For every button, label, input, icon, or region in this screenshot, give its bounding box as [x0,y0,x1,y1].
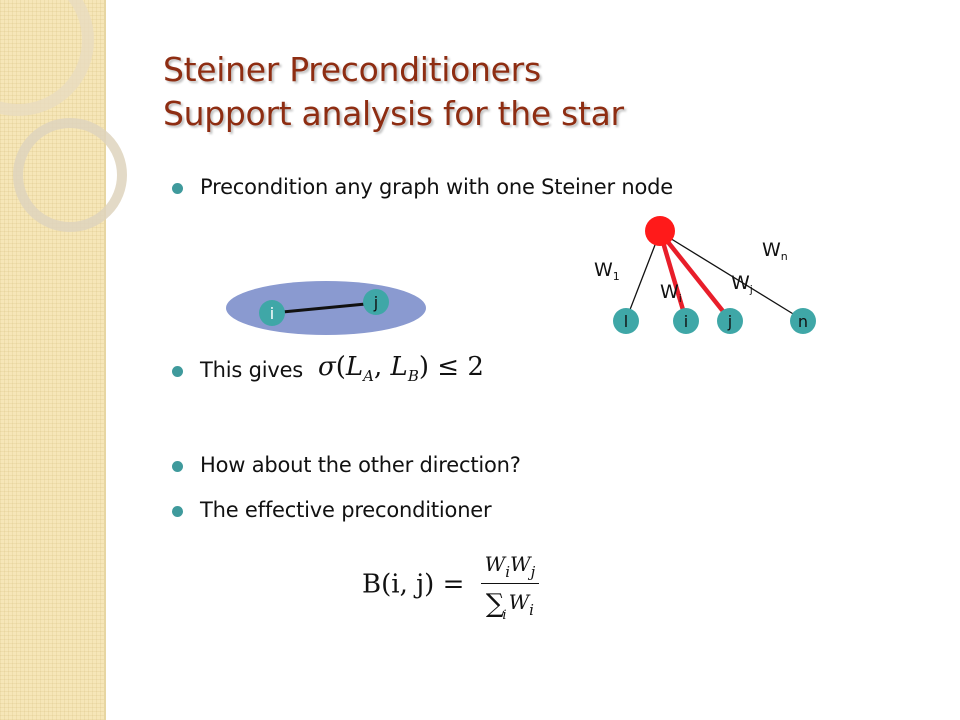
wn-sub: n [781,250,788,263]
bullet-dot [172,461,183,472]
deco-ring-2 [13,118,127,232]
bullet-dot [172,366,183,377]
edge-node-i [259,300,285,326]
sidebar-decoration [0,0,127,720]
edge-ellipse [226,281,426,335]
star-leaf-i [673,308,699,334]
steiner-node [645,216,675,246]
b-formula: B(i, j) = WiWj ∑iWi [362,552,540,623]
wj-sub: j [749,283,753,296]
leaf-label-l: l [624,312,628,331]
edge-ij [271,301,377,315]
b-lhs: B(i, j) = [362,569,465,600]
weight-wj: Wj [731,272,753,296]
decorative-rings [0,0,127,232]
star-leaf-j [717,308,743,334]
leaf-label-n: n [798,312,808,331]
leaf-label-j: j [727,312,732,331]
den-s: i [529,601,534,619]
b-denominator: ∑iWi [481,584,540,623]
den-w: W [508,590,530,614]
star-leaf-l [613,308,639,334]
wi-sub: i [679,292,682,305]
title-line-1: Steiner Preconditioners [163,50,541,89]
bullet-dot [172,506,183,517]
weight-wn: Wn [762,239,788,263]
wi-main: W [660,281,679,303]
la-symbol: L [345,352,364,382]
title-line-2: Support analysis for the star [163,94,624,133]
bullet-3: How about the other direction? [172,453,521,477]
bullet-4-text: The effective preconditioner [200,498,492,522]
sum-symbol: ∑ [485,589,505,619]
num-w2: W [510,552,531,576]
b-fraction: WiWj ∑iWi [480,552,540,623]
lb-symbol: L [390,352,408,382]
bullet-4: The effective preconditioner [172,498,492,522]
b-numerator: WiWj [480,552,540,584]
deco-ring-1 [0,0,94,116]
w1-sub: 1 [613,270,620,283]
slide-title: Steiner Preconditioners Support analysis… [163,48,923,136]
num-w1: W [484,552,506,576]
bullet-1-text: Precondition any graph with one Steiner … [200,175,674,199]
paren-open: ( [335,352,346,382]
edge-node-j [363,289,389,315]
star-edge-n [659,231,804,321]
num-s1: i [505,563,510,581]
wj-main: W [731,272,750,294]
bullet-2: This gives [172,358,304,382]
wn-main: W [762,239,781,261]
bullet-3-text: How about the other direction? [200,453,521,477]
star-leaf-n [790,308,816,334]
edge-node-j-label: j [373,293,378,312]
bullet-2-text: This gives [200,358,304,382]
leaf-label-i: i [684,312,688,331]
comma: , [374,352,391,382]
sigma-formula: σ(LA, LB) ≤ 2 [318,352,484,385]
w1-main: W [594,259,613,281]
bullet-1: Precondition any graph with one Steiner … [172,175,674,199]
edge-node-i-label: i [270,304,274,323]
sum-sub: i [502,608,507,623]
bullet-dot [172,183,183,194]
la-sub: A [363,367,375,385]
star-edge-i [657,231,689,321]
leq-two: ≤ 2 [429,352,484,382]
paren-close: ) [418,352,429,382]
weight-w1: W1 [594,259,620,283]
sigma-symbol: σ [318,352,336,382]
lb-sub: B [407,367,419,385]
star-edge-1 [625,231,661,321]
weight-wi: Wi [660,281,682,305]
star-edge-j [658,230,732,322]
num-s2: j [530,563,536,581]
